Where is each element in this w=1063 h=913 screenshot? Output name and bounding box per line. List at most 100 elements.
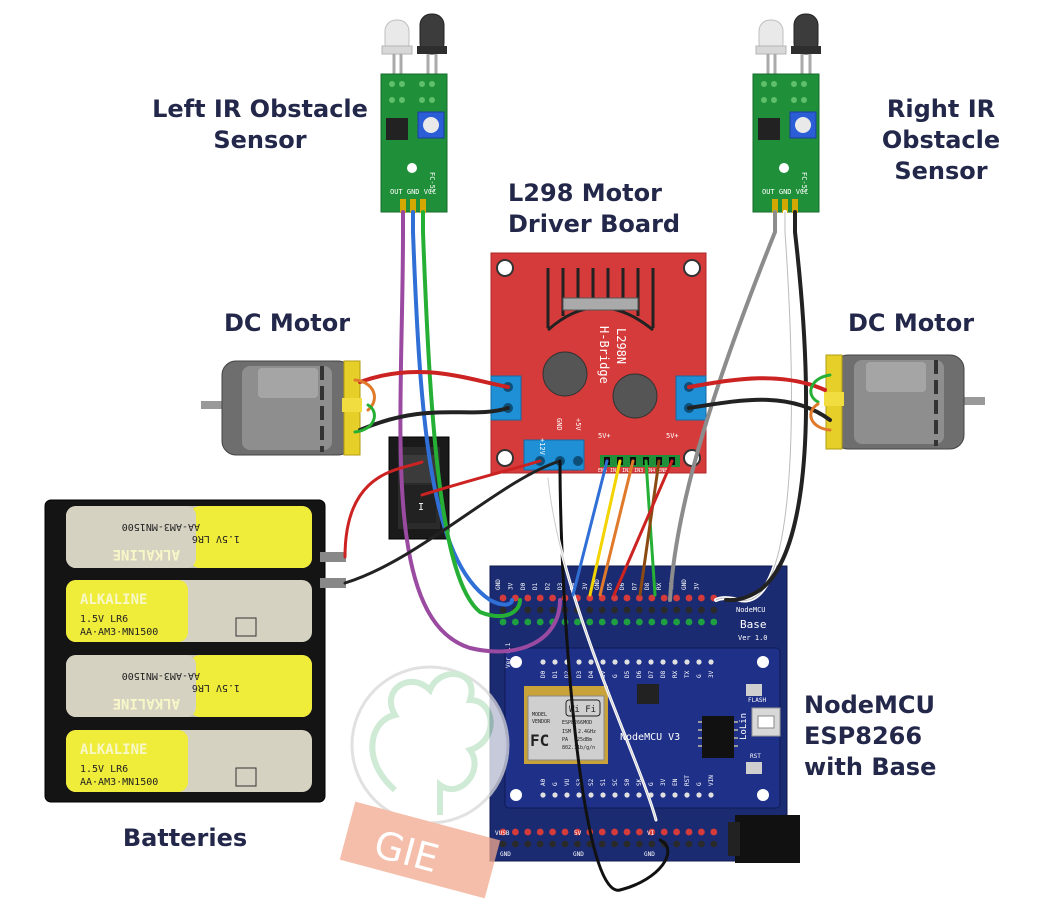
header-pin[interactable] (598, 606, 606, 614)
header-pin[interactable] (611, 618, 618, 626)
header-pin[interactable] (524, 828, 532, 836)
header-pin[interactable] (623, 828, 631, 836)
header-pin[interactable] (499, 594, 507, 602)
battery-2-brand: ALKALINE (80, 592, 147, 608)
base-pin-label-d6: D6 (619, 582, 626, 590)
header-pin[interactable] (574, 828, 581, 836)
header-pin[interactable] (648, 594, 656, 602)
header-pin[interactable] (623, 618, 631, 626)
wire-battery-to-switch (343, 460, 424, 559)
header-pin[interactable] (660, 618, 668, 626)
header-pin[interactable] (549, 594, 556, 602)
header-pin[interactable] (499, 840, 507, 848)
esp-power-text: +25dBm (574, 737, 592, 743)
wire-right-motor-lead-2 (809, 402, 832, 432)
header-pin[interactable] (660, 594, 668, 602)
switch-on-mark: I (418, 502, 424, 513)
driver-12v-label: +12V (538, 438, 546, 456)
header-pin[interactable] (586, 606, 594, 614)
header-pin[interactable] (512, 828, 519, 836)
header-pin[interactable] (636, 594, 643, 602)
header-pin[interactable] (685, 828, 693, 836)
header-pin[interactable] (512, 618, 519, 626)
header-pin[interactable] (685, 618, 693, 626)
header-pin[interactable] (648, 840, 656, 848)
header-pin[interactable] (536, 840, 544, 848)
nodemcu-pin (696, 659, 702, 665)
header-pin[interactable] (648, 828, 656, 836)
header-pin[interactable] (673, 828, 680, 836)
header-pin[interactable] (648, 606, 656, 614)
header-pin[interactable] (685, 594, 693, 602)
header-pin[interactable] (598, 840, 606, 848)
header-pin[interactable] (611, 828, 618, 836)
header-pin[interactable] (685, 840, 693, 848)
header-pin[interactable] (574, 618, 581, 626)
header-pin[interactable] (698, 840, 705, 848)
header-pin[interactable] (673, 594, 680, 602)
battery-1-voltage: 1.5V LR6 (192, 533, 240, 544)
header-pin[interactable] (549, 840, 556, 848)
header-pin[interactable] (524, 618, 532, 626)
header-pin[interactable] (636, 840, 643, 848)
left-ir-sensor: FC-51 OUT GND VCC (380, 13, 448, 213)
base-dc-jack[interactable] (735, 815, 800, 863)
header-pin[interactable] (623, 606, 631, 614)
header-pin[interactable] (536, 594, 544, 602)
header-pin[interactable] (499, 618, 507, 626)
header-pin[interactable] (549, 828, 556, 836)
header-pin[interactable] (698, 594, 705, 602)
header-pin[interactable] (536, 828, 544, 836)
nodemcu-flash-button[interactable] (746, 684, 762, 696)
batteries-label: Batteries (122, 824, 248, 852)
driver-5v-jumper-a: 5V+ (598, 432, 611, 440)
header-pin[interactable] (561, 828, 569, 836)
header-pin[interactable] (561, 840, 569, 848)
header-pin[interactable] (673, 618, 680, 626)
header-pin[interactable] (586, 594, 594, 602)
header-pin[interactable] (710, 606, 718, 614)
header-pin[interactable] (524, 840, 532, 848)
header-pin[interactable] (598, 828, 606, 836)
base-pin-label-d0: D0 (520, 582, 527, 590)
header-pin[interactable] (698, 606, 705, 614)
header-pin[interactable] (574, 840, 581, 848)
header-pin[interactable] (524, 594, 532, 602)
header-pin[interactable] (524, 606, 532, 614)
nodemcu-reset-button[interactable] (746, 762, 762, 774)
header-pin[interactable] (660, 828, 668, 836)
header-pin[interactable] (549, 606, 556, 614)
header-pin[interactable] (685, 606, 693, 614)
header-pin[interactable] (636, 618, 643, 626)
header-pin[interactable] (598, 618, 606, 626)
wire-right-motor-red (687, 376, 827, 392)
header-pin[interactable] (636, 606, 643, 614)
header-pin[interactable] (648, 618, 656, 626)
header-pin[interactable] (536, 618, 544, 626)
header-pin[interactable] (673, 840, 680, 848)
header-pin[interactable] (698, 828, 705, 836)
header-pin[interactable] (611, 606, 618, 614)
header-pin[interactable] (673, 606, 680, 614)
header-pin[interactable] (586, 618, 594, 626)
header-pin[interactable] (660, 606, 668, 614)
header-pin[interactable] (499, 606, 507, 614)
header-pin[interactable] (710, 828, 718, 836)
header-pin[interactable] (623, 840, 631, 848)
nodemcu-top-pin-4: D4 (588, 670, 595, 678)
header-pin[interactable] (536, 606, 544, 614)
nodemcu-top-pin-8: D6 (636, 670, 643, 678)
nodemcu-bottom-pin-9: G (648, 782, 655, 786)
header-pin[interactable] (611, 594, 618, 602)
header-pin[interactable] (499, 828, 507, 836)
header-pin[interactable] (512, 840, 519, 848)
wire-switch-to-driver-12v (420, 459, 542, 497)
nodemcu-bottom-pin-3: S3 (576, 778, 583, 786)
header-pin[interactable] (623, 594, 631, 602)
header-pin[interactable] (710, 840, 718, 848)
esp-pa-text: PA (562, 737, 568, 743)
header-pin[interactable] (611, 840, 618, 848)
header-pin[interactable] (636, 828, 643, 836)
header-pin[interactable] (698, 618, 705, 626)
header-pin[interactable] (710, 618, 718, 626)
